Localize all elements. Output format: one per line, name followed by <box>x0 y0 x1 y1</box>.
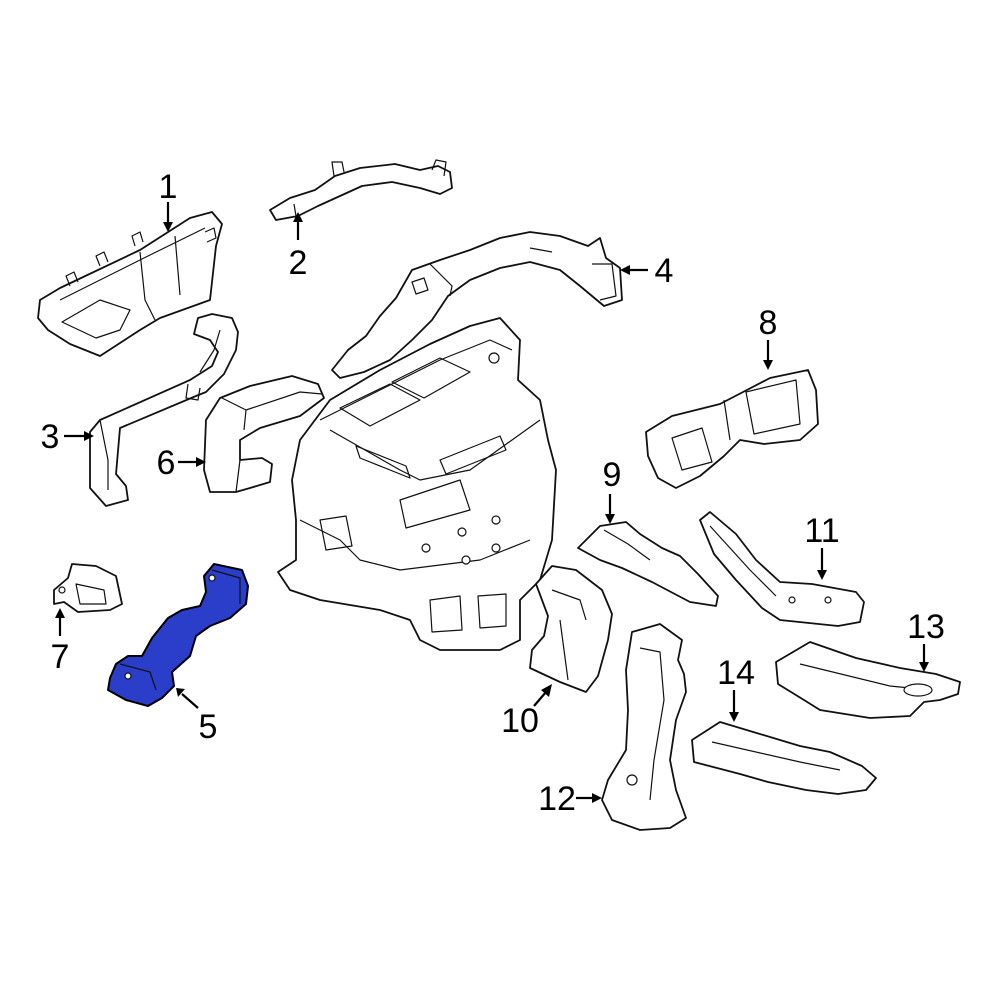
callout-12: 12 <box>538 780 576 818</box>
callout-7: 7 <box>51 638 70 676</box>
callout-10: 10 <box>501 702 539 740</box>
part-3-rear-duct[interactable] <box>89 313 239 507</box>
part-12-duct[interactable] <box>601 623 687 831</box>
part-9-duct[interactable] <box>577 521 719 607</box>
part-4-center-duct[interactable] <box>331 231 623 379</box>
callout-9: 9 <box>603 456 622 494</box>
part-5-shape[interactable] <box>107 563 249 707</box>
callout-8: 8 <box>759 304 778 342</box>
callout-4: 4 <box>655 252 674 290</box>
hvac-housing[interactable] <box>277 317 557 651</box>
callout-labels: 1 2 3 4 5 6 7 8 9 10 11 12 13 14 <box>41 168 945 818</box>
part-11-duct[interactable] <box>699 511 865 627</box>
part-2-thin-duct[interactable] <box>269 159 453 221</box>
callout-6: 6 <box>157 444 176 482</box>
callout-2: 2 <box>289 244 308 282</box>
part-13-duct[interactable] <box>775 641 961 719</box>
part-6-side-duct[interactable] <box>203 375 325 493</box>
callout-14: 14 <box>717 654 755 692</box>
part-8-double-vent[interactable] <box>645 369 819 489</box>
callout-3: 3 <box>41 418 60 456</box>
part-7-small-bracket[interactable] <box>53 563 123 613</box>
callout-1: 1 <box>159 168 178 206</box>
part-14-duct[interactable] <box>691 721 877 795</box>
callout-13: 13 <box>907 608 945 646</box>
part-5-floor-duct[interactable] <box>107 563 249 707</box>
part-10-duct[interactable] <box>529 565 613 693</box>
callout-11: 11 <box>804 512 839 550</box>
callout-5: 5 <box>199 708 218 746</box>
leader-lines <box>55 202 929 803</box>
part-1-defroster-nozzle[interactable] <box>37 211 223 357</box>
